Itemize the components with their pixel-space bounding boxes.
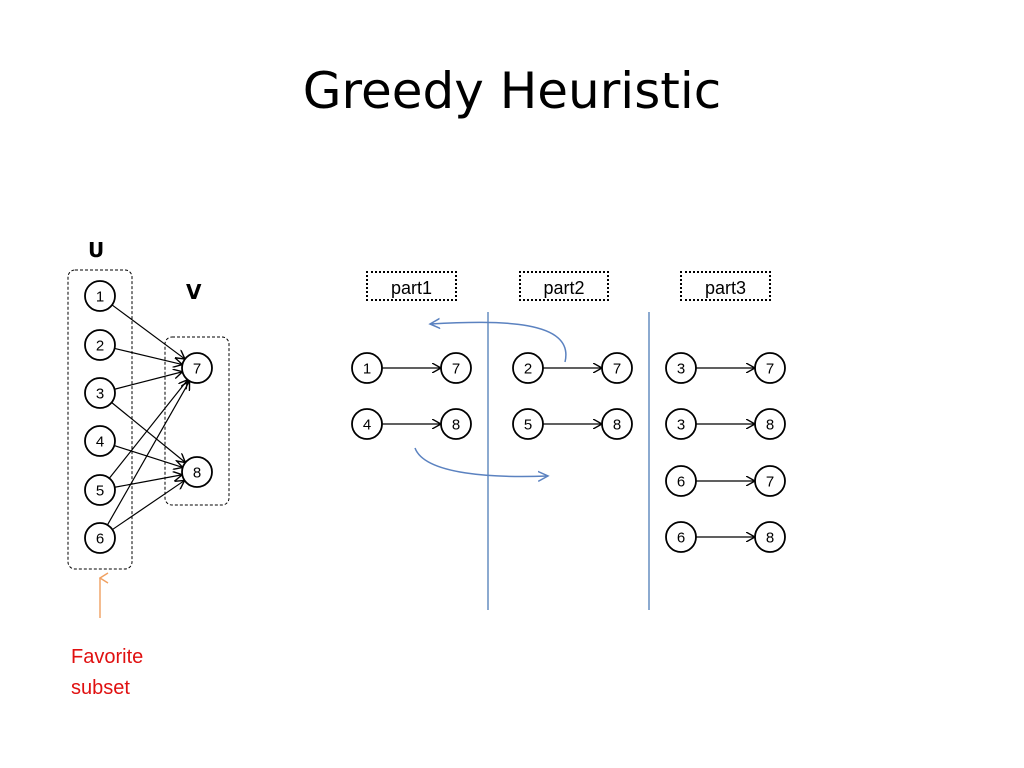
- node-label: 8: [766, 417, 774, 434]
- part1-node-7: 7: [440, 352, 472, 384]
- slide-title: Greedy Heuristic: [302, 62, 722, 120]
- part3-node-8: 8: [754, 521, 786, 553]
- set-u-box: [67, 269, 133, 570]
- node-label: 5: [96, 483, 104, 500]
- node-label: 8: [613, 417, 621, 434]
- part2-node-2: 2: [512, 352, 544, 384]
- v-node-7: 7: [181, 352, 213, 384]
- set-v-box: [164, 336, 230, 506]
- part1-node-1: 1: [351, 352, 383, 384]
- node-label: 8: [766, 530, 774, 547]
- v-node-8: 8: [181, 456, 213, 488]
- node-label: 7: [193, 361, 201, 378]
- graph-edge-6-8: [112, 480, 184, 531]
- part3-node-8: 8: [754, 408, 786, 440]
- node-label: 3: [96, 386, 104, 403]
- graph-edge-5-7: [108, 380, 187, 479]
- part3-label: part3: [680, 271, 771, 301]
- move-arrow-to-part2: [414, 447, 548, 476]
- graph-edge-6-7: [106, 381, 189, 526]
- node-label: 1: [96, 289, 104, 306]
- node-label: 7: [766, 361, 774, 378]
- node-label: 3: [677, 361, 685, 378]
- u-node-4: 4: [84, 425, 116, 457]
- part3-node-3: 3: [665, 408, 697, 440]
- part2-label: part2: [519, 271, 609, 301]
- u-node-3: 3: [84, 377, 116, 409]
- part3-node-7: 7: [754, 465, 786, 497]
- node-label: 4: [363, 417, 371, 434]
- set-v-label: V: [186, 280, 202, 304]
- move-arrow-to-part1: [430, 322, 567, 363]
- part2-node-7: 7: [601, 352, 633, 384]
- set-u-label: U: [88, 238, 105, 262]
- part1-label: part1: [366, 271, 457, 301]
- node-label: 6: [677, 530, 685, 547]
- graph-edge-3-8: [111, 402, 186, 462]
- part3-node-3: 3: [665, 352, 697, 384]
- node-label: 2: [96, 338, 104, 355]
- node-label: 2: [524, 361, 532, 378]
- part1-node-8: 8: [440, 408, 472, 440]
- node-label: 1: [363, 361, 371, 378]
- graph-edge-3-7: [114, 372, 183, 390]
- part3-node-6: 6: [665, 465, 697, 497]
- part2-node-8: 8: [601, 408, 633, 440]
- u-node-5: 5: [84, 474, 116, 506]
- part3-node-6: 6: [665, 521, 697, 553]
- node-label: 8: [193, 465, 201, 482]
- node-label: 5: [524, 417, 532, 434]
- node-label: 8: [452, 417, 460, 434]
- graph-edge-2-7: [114, 347, 183, 364]
- graph-edge-4-8: [114, 444, 182, 468]
- node-label: 7: [766, 474, 774, 491]
- favorite-subset-label: Favorite subset: [71, 646, 144, 699]
- node-label: 4: [96, 434, 104, 451]
- part1-node-4: 4: [351, 408, 383, 440]
- graph-edge-1-7: [111, 304, 185, 359]
- part3-node-7: 7: [754, 352, 786, 384]
- node-label: 7: [613, 361, 621, 378]
- u-node-1: 1: [84, 280, 116, 312]
- node-label: 6: [96, 531, 104, 548]
- node-label: 3: [677, 417, 685, 434]
- u-node-6: 6: [84, 522, 116, 554]
- part2-node-5: 5: [512, 408, 544, 440]
- node-label: 7: [452, 361, 460, 378]
- node-label: 6: [677, 474, 685, 491]
- graph-edge-5-8: [114, 475, 183, 488]
- u-node-2: 2: [84, 329, 116, 361]
